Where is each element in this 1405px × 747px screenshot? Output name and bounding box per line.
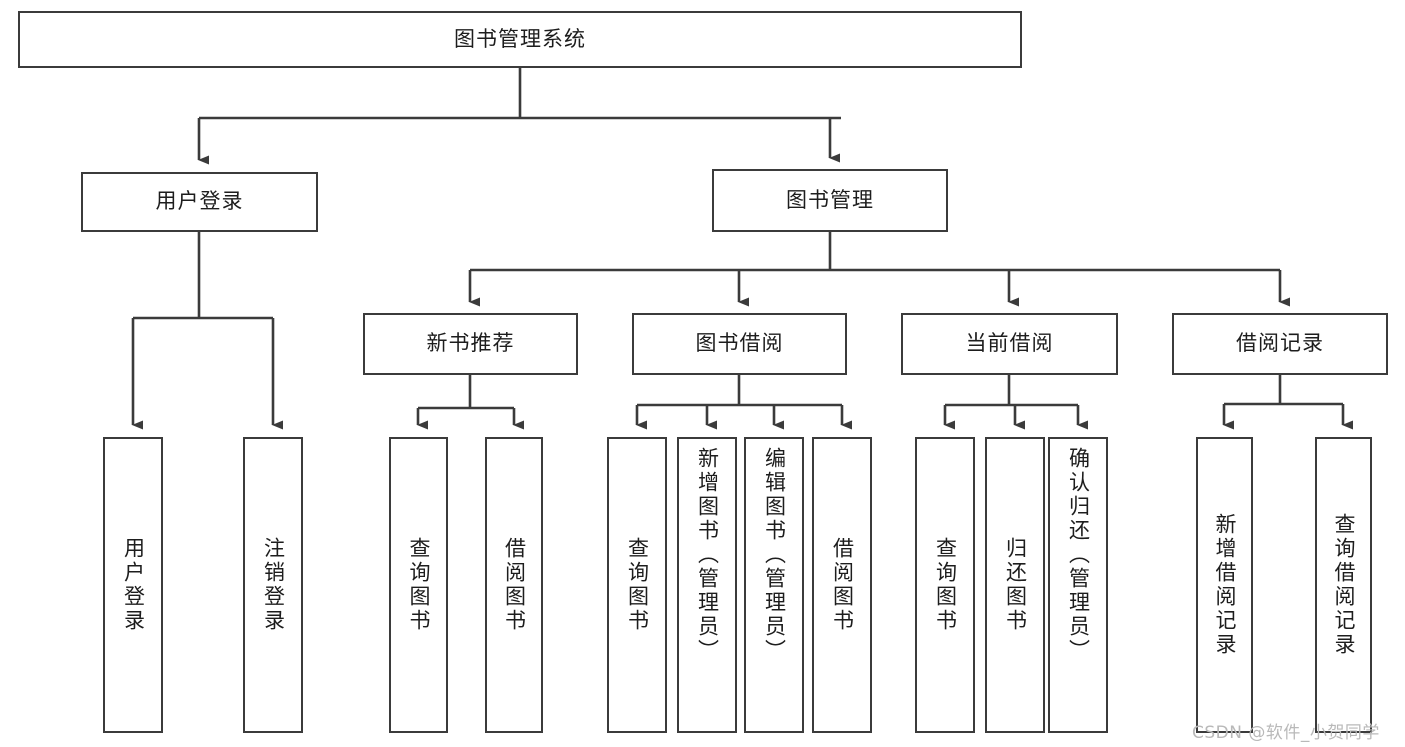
node-leaf-query-book-cur[interactable]: 查询图书 xyxy=(915,437,975,733)
node-leaf-user-login[interactable]: 用户登录 xyxy=(103,437,163,733)
node-book-borrow-label: 图书借阅 xyxy=(695,331,784,356)
node-leaf-edit-book-label: 编辑图书（管理员） xyxy=(762,447,787,663)
node-borrow-record[interactable]: 借阅记录 xyxy=(1172,313,1388,375)
node-current-borrow-label: 当前借阅 xyxy=(965,331,1054,356)
node-leaf-add-book-label: 新增图书（管理员） xyxy=(695,447,720,663)
node-leaf-edit-book[interactable]: 编辑图书（管理员） xyxy=(744,437,804,733)
node-user-login-label: 用户登录 xyxy=(155,189,244,214)
node-new-book-recommend-label: 新书推荐 xyxy=(426,331,515,356)
node-leaf-query-record-label: 查询借阅记录 xyxy=(1332,513,1356,657)
node-leaf-query-book-cur-label: 查询图书 xyxy=(933,537,958,633)
node-borrow-record-label: 借阅记录 xyxy=(1236,331,1324,356)
node-leaf-query-book-rec-label: 查询图书 xyxy=(407,537,431,633)
node-leaf-borrow-book-rec-label: 借阅图书 xyxy=(502,537,527,633)
node-leaf-logout-label: 注销登录 xyxy=(261,537,286,633)
node-leaf-query-book-borrow-label: 查询图书 xyxy=(625,537,650,633)
node-leaf-add-record[interactable]: 新增借阅记录 xyxy=(1196,437,1253,733)
node-book-manage-label: 图书管理 xyxy=(786,187,874,212)
node-leaf-return-book[interactable]: 归还图书 xyxy=(985,437,1045,733)
node-book-borrow[interactable]: 图书借阅 xyxy=(632,313,847,375)
node-leaf-return-book-label: 归还图书 xyxy=(1003,537,1028,633)
node-leaf-borrow-book-label: 借阅图书 xyxy=(830,537,855,633)
node-leaf-borrow-book[interactable]: 借阅图书 xyxy=(812,437,872,733)
node-leaf-user-login-label: 用户登录 xyxy=(121,537,146,633)
node-book-manage[interactable]: 图书管理 xyxy=(712,169,948,232)
node-leaf-logout[interactable]: 注销登录 xyxy=(243,437,303,733)
node-leaf-query-book-rec[interactable]: 查询图书 xyxy=(389,437,448,733)
csdn-watermark: CSDN @软件_小贺同学 xyxy=(1192,723,1380,743)
node-root-label: 图书管理系统 xyxy=(454,26,586,51)
node-new-book-recommend[interactable]: 新书推荐 xyxy=(363,313,578,375)
node-current-borrow[interactable]: 当前借阅 xyxy=(901,313,1118,375)
node-leaf-query-record[interactable]: 查询借阅记录 xyxy=(1315,437,1372,733)
node-leaf-add-record-label: 新增借阅记录 xyxy=(1213,513,1237,657)
node-leaf-query-book-borrow[interactable]: 查询图书 xyxy=(607,437,667,733)
node-leaf-confirm-return-label: 确认归还（管理员） xyxy=(1066,447,1091,663)
node-leaf-borrow-book-rec[interactable]: 借阅图书 xyxy=(485,437,543,733)
node-leaf-add-book[interactable]: 新增图书（管理员） xyxy=(677,437,737,733)
node-user-login[interactable]: 用户登录 xyxy=(81,172,318,232)
node-leaf-confirm-return[interactable]: 确认归还（管理员） xyxy=(1048,437,1108,733)
node-root[interactable]: 图书管理系统 xyxy=(18,11,1022,68)
